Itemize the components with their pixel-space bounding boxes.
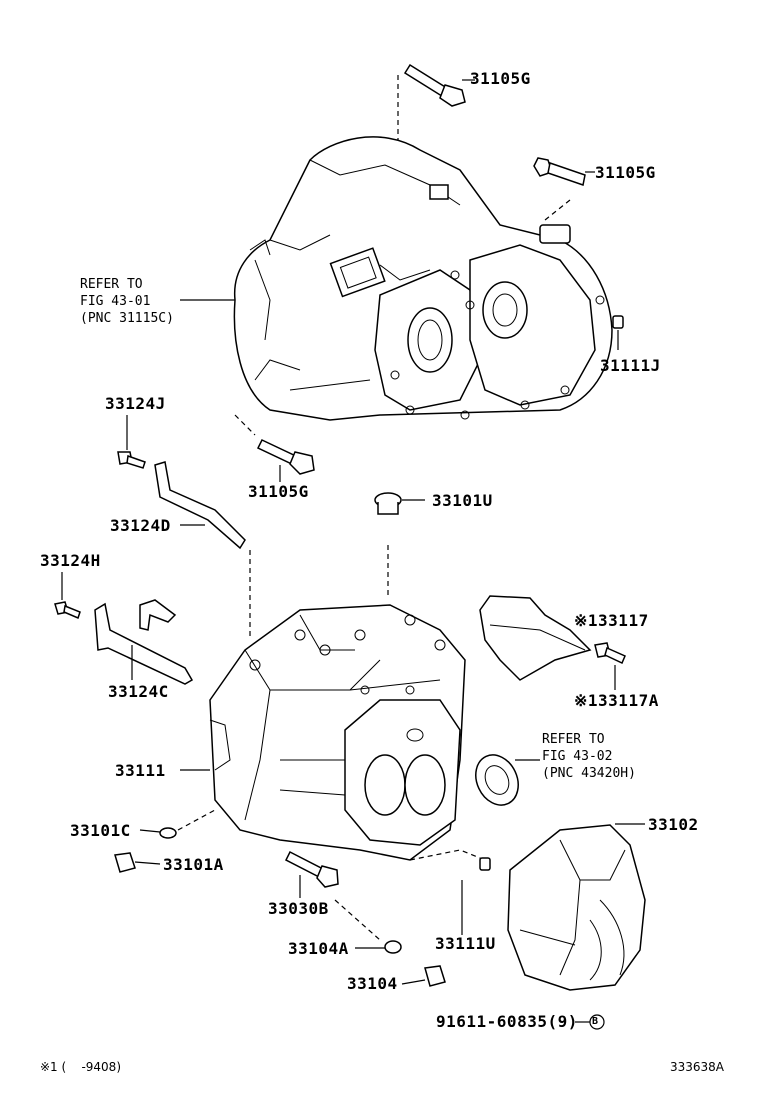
circled-b-mark-ring	[589, 1014, 605, 1030]
label-31105G-right: 31105G	[595, 163, 656, 182]
bolt-31105G-top	[403, 63, 475, 107]
plug-33101U	[374, 492, 425, 515]
label-33124H: 33124H	[40, 551, 101, 570]
label-33124D: 33124D	[110, 516, 171, 535]
bolt-31105G-right	[533, 157, 595, 186]
insulator-33117	[479, 595, 592, 681]
refer-note-2-line1: REFER TO	[542, 732, 605, 747]
label-33117: ※133117	[574, 611, 649, 630]
label-31105G-mid: 31105G	[248, 482, 309, 501]
circled-b-mark: B	[592, 1016, 599, 1027]
footnote: ※1 ( -9408)	[40, 1060, 121, 1074]
refer-note-2-line2: FIG 43-02	[542, 749, 613, 764]
label-33124C: 33124C	[108, 682, 169, 701]
bolt-31105G-mid	[256, 439, 315, 482]
upper-housing	[233, 136, 613, 421]
label-33124J: 33124J	[105, 394, 166, 413]
bolt-33124J	[117, 415, 146, 469]
bolt-33030B	[284, 850, 339, 898]
refer-note-1-line3: (PNC 31115C)	[80, 311, 174, 326]
plug-33104	[401, 965, 446, 987]
label-33101C: 33101C	[70, 821, 131, 840]
label-33030B: 33030B	[268, 899, 329, 918]
bolt-33124H	[54, 572, 81, 620]
label-33117A: ※133117A	[574, 691, 659, 710]
figure-id: 333638A	[670, 1060, 725, 1074]
oil-seal	[475, 754, 540, 806]
pin-31111J	[612, 315, 624, 350]
gasket-33104A	[355, 940, 402, 954]
pin-33111U	[461, 857, 491, 935]
refer-note-2-line3: (PNC 43420H)	[542, 766, 636, 781]
bolt-33117A	[594, 642, 626, 690]
label-33101A: 33101A	[163, 855, 224, 874]
bracket-33124D	[154, 461, 246, 550]
cover-33102	[507, 823, 646, 991]
lower-housing-33111	[209, 604, 466, 861]
label-33104A: 33104A	[288, 939, 349, 958]
bracket-33124C	[94, 599, 194, 685]
label-33111: 33111	[115, 761, 166, 780]
label-33111U: 33111U	[435, 934, 496, 953]
label-33101U: 33101U	[432, 491, 493, 510]
gasket-33101C	[139, 827, 177, 839]
refer-note-1-line1: REFER TO	[80, 277, 143, 292]
refer-note-1-line2: FIG 43-01	[80, 294, 151, 309]
label-31111J: 31111J	[600, 356, 661, 375]
label-33102: 33102	[648, 815, 699, 834]
label-33104: 33104	[347, 974, 398, 993]
plug-33101A	[114, 852, 161, 873]
label-91611-60835: 91611-60835(9)	[436, 1012, 578, 1031]
label-31105G-top: 31105G	[470, 69, 531, 88]
